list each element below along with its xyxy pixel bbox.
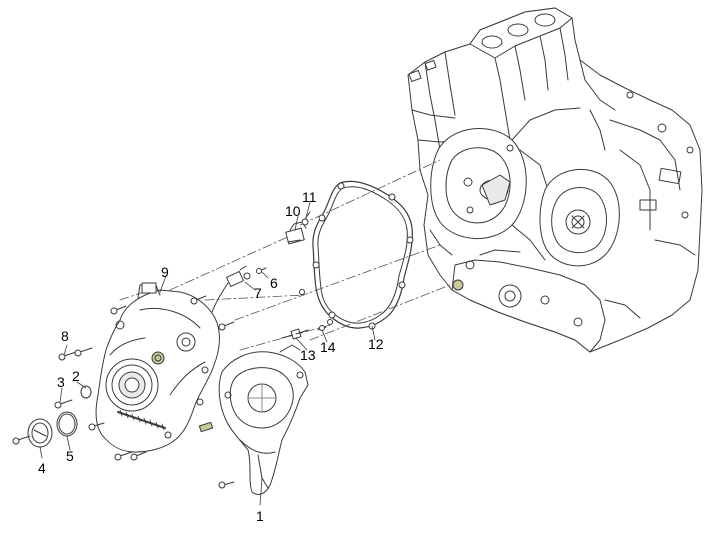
leader-lines xyxy=(39,201,376,506)
callout-11: 11 xyxy=(302,189,317,205)
pickup-sensor xyxy=(285,211,311,245)
gasket xyxy=(312,180,414,330)
small-parts xyxy=(12,289,333,489)
callout-2: 2 xyxy=(72,368,80,384)
callout-7: 7 xyxy=(254,285,262,301)
callout-12: 12 xyxy=(368,336,384,352)
callout-4: 4 xyxy=(38,460,46,476)
engine-crankcase xyxy=(407,7,703,353)
callout-5: 5 xyxy=(66,448,74,464)
callout-6: 6 xyxy=(270,275,278,291)
callout-3: 3 xyxy=(57,374,65,390)
callout-8: 8 xyxy=(61,328,69,344)
callout-14: 14 xyxy=(320,339,336,355)
callout-9: 9 xyxy=(161,264,169,280)
inner-cover xyxy=(218,344,309,495)
side-cover xyxy=(95,265,267,453)
callout-1: 1 xyxy=(256,508,264,524)
callout-13: 13 xyxy=(300,347,316,363)
callout-10: 10 xyxy=(285,203,301,219)
